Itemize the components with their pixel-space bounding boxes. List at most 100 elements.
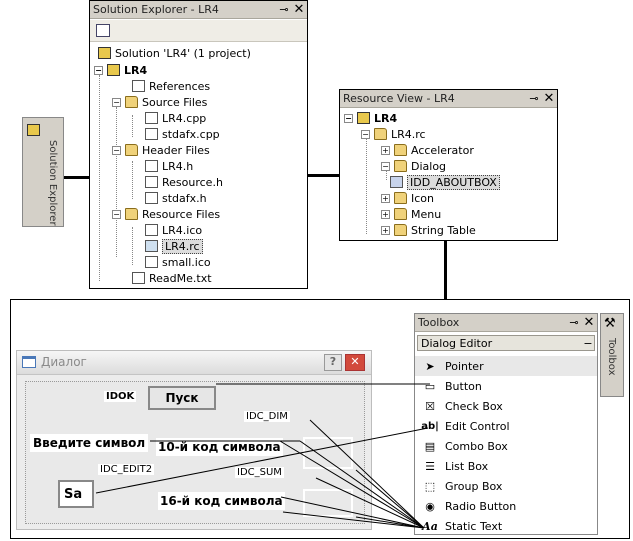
header-file-icon — [145, 176, 158, 188]
toolbox-section-header[interactable]: Dialog Editor − — [417, 335, 595, 351]
tree-item-references[interactable]: References — [132, 78, 210, 94]
tree-item-solution[interactable]: Solution 'LR4' (1 project) — [98, 45, 251, 61]
resource-tree-accelerator[interactable]: + Accelerator — [381, 142, 474, 158]
tree-item-small-ico[interactable]: small.ico — [145, 254, 211, 270]
expand-icon[interactable]: + — [381, 145, 390, 155]
toolbox-item-button[interactable]: ▭ Button — [415, 376, 482, 396]
side-tab-label: Toolbox — [606, 338, 617, 376]
icon-file-icon — [145, 256, 158, 268]
references-icon — [132, 80, 145, 92]
header-file-icon — [145, 192, 158, 204]
resource-tree-icon[interactable]: + Icon — [381, 190, 434, 206]
edit-control-icon: ab| — [421, 420, 439, 432]
tree-item-label: Header Files — [142, 143, 210, 157]
tree-item-label: stdafx.h — [162, 191, 207, 205]
toolbox-side-tab[interactable]: ⚒ Toolbox — [600, 313, 624, 397]
panel-title: Solution Explorer - LR4 — [93, 3, 219, 16]
toolbox-item-edit-control[interactable]: ab| Edit Control — [415, 416, 509, 436]
tree-item-stdafx-h[interactable]: stdafx.h — [145, 190, 207, 206]
tree-item-lr4-rc[interactable]: LR4.rc — [145, 238, 203, 254]
solution-explorer-side-tab[interactable]: Solution Explorer — [22, 117, 64, 227]
tree-item-label: LR4.rc — [391, 127, 426, 141]
toolbox-item-combo-box[interactable]: ▤ Combo Box — [415, 436, 508, 456]
project-icon — [357, 112, 370, 124]
toolbox-item-label: Static Text — [445, 519, 503, 533]
pin-icon[interactable]: ⊸ — [569, 316, 579, 329]
dialog-resource-icon — [390, 176, 403, 188]
side-tab-label: Solution Explorer — [47, 140, 58, 226]
toolbox-item-list-box[interactable]: ☰ List Box — [415, 456, 488, 476]
resource-tree-dialog[interactable]: − Dialog — [381, 158, 446, 174]
tree-item-label: Resource.h — [162, 175, 223, 189]
tree-item-source-files[interactable]: − Source Files — [112, 94, 207, 110]
close-icon[interactable]: ✕ — [583, 315, 595, 330]
tree-item-lr4-ico[interactable]: LR4.ico — [145, 222, 202, 238]
static-code-10[interactable]: 10-й код символа — [156, 438, 283, 456]
pin-icon[interactable]: ⊸ — [529, 92, 539, 105]
dim-output-box[interactable] — [303, 437, 353, 469]
static-text-icon: Aa — [422, 519, 438, 533]
close-button[interactable]: ✕ — [345, 354, 365, 371]
resource-tree-rc[interactable]: − LR4.rc — [361, 126, 426, 142]
tree-item-lr4-cpp[interactable]: LR4.cpp — [145, 110, 206, 126]
close-icon[interactable]: ✕ — [543, 91, 555, 106]
resource-tree-aboutbox[interactable]: IDD_ABOUTBOX — [390, 174, 500, 190]
folder-icon — [394, 208, 407, 220]
solution-icon — [27, 124, 40, 136]
checkbox-icon: ☒ — [425, 399, 435, 413]
collapse-icon[interactable]: − — [381, 161, 390, 171]
tree-item-lr4-h[interactable]: LR4.h — [145, 158, 193, 174]
hammer-icon: ⚒ — [604, 316, 616, 331]
tree-item-project[interactable]: − LR4 — [94, 62, 147, 78]
collapse-icon[interactable]: − — [583, 336, 593, 350]
close-icon[interactable]: ✕ — [293, 2, 305, 17]
tree-item-header-files[interactable]: − Header Files — [112, 142, 210, 158]
toolbox-item-label: Radio Button — [445, 499, 517, 513]
collapse-icon[interactable]: − — [112, 209, 121, 219]
collapse-icon[interactable]: − — [112, 97, 121, 107]
pin-icon[interactable]: ⊸ — [279, 3, 289, 16]
sum-output-box[interactable] — [303, 489, 353, 517]
group-box-icon: ⬚ — [424, 479, 436, 493]
folder-icon — [374, 128, 387, 140]
list-box-icon: ☰ — [425, 459, 435, 473]
tree-item-label: ReadMe.txt — [149, 271, 212, 285]
dim-id-label: IDC_DIM — [244, 411, 290, 422]
tree-item-stdafx-cpp[interactable]: stdafx.cpp — [145, 126, 220, 142]
tree-item-resource-files[interactable]: − Resource Files — [112, 206, 220, 222]
toolbox-item-pointer[interactable]: ➤ Pointer — [415, 356, 597, 376]
tree-item-resource-h[interactable]: Resource.h — [145, 174, 223, 190]
toolbox-item-radio-button[interactable]: ◉ Radio Button — [415, 496, 516, 516]
header-file-icon — [145, 160, 158, 172]
expand-icon[interactable]: + — [381, 209, 390, 219]
resource-view-titlebar: Resource View - LR4 ⊸ ✕ — [340, 90, 557, 108]
toolbox-item-group-box[interactable]: ⬚ Group Box — [415, 476, 503, 496]
collapse-icon[interactable]: − — [344, 113, 353, 123]
text-file-icon — [132, 272, 145, 284]
properties-icon[interactable] — [96, 24, 110, 37]
collapse-icon[interactable]: − — [112, 145, 121, 155]
resource-tree-menu[interactable]: + Menu — [381, 206, 441, 222]
panel-title: Resource View - LR4 — [343, 92, 455, 105]
tree-item-readme[interactable]: ReadMe.txt — [132, 270, 212, 286]
static-code-16[interactable]: 16-й код символа — [158, 492, 285, 510]
expand-icon[interactable]: + — [381, 193, 390, 203]
icon-file-icon — [145, 224, 158, 236]
static-enter-symbol[interactable]: Введите символ — [30, 434, 149, 452]
connector-line — [444, 241, 447, 300]
toolbox-item-static-text[interactable]: Aa Static Text — [415, 516, 502, 536]
start-button[interactable]: Пуск — [148, 386, 216, 410]
resource-tree-string-table[interactable]: + String Table — [381, 222, 476, 238]
resource-tree-root[interactable]: − LR4 — [344, 110, 397, 126]
collapse-icon[interactable]: − — [94, 65, 103, 75]
folder-icon — [125, 144, 138, 156]
help-button[interactable]: ? — [324, 354, 342, 371]
collapse-icon[interactable]: − — [361, 129, 370, 139]
expand-icon[interactable]: + — [381, 225, 390, 235]
toolbox-item-check-box[interactable]: ☒ Check Box — [415, 396, 503, 416]
tree-item-label: IDD_ABOUTBOX — [407, 174, 500, 190]
folder-icon — [394, 160, 407, 172]
symbol-edit-field[interactable]: Sa — [58, 480, 94, 508]
dialog-title: Диалог — [41, 355, 87, 369]
folder-icon — [125, 208, 138, 220]
